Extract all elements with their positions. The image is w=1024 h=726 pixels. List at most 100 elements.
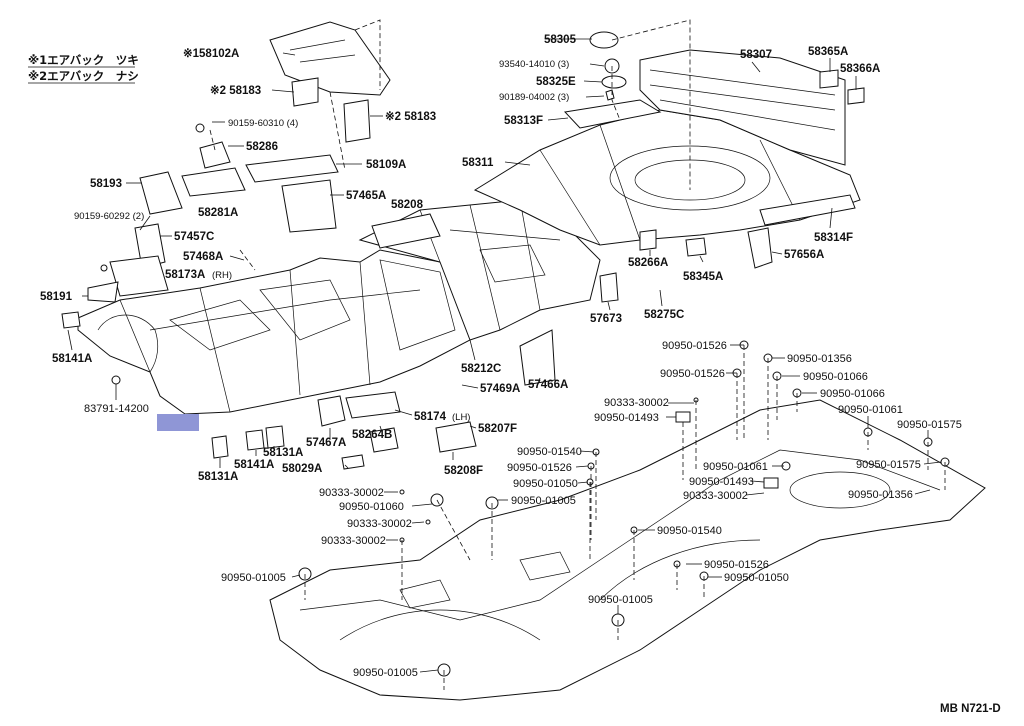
part-58109A <box>245 154 339 183</box>
label-58281A[interactable]: 58281A <box>198 207 238 219</box>
label-90950-01540-b[interactable]: 90950-01540 <box>657 525 722 537</box>
label-58174[interactable]: 58174 <box>414 411 447 423</box>
highlight-swatch <box>157 414 199 431</box>
label-90950-01005-c[interactable]: 90950-01005 <box>588 594 653 606</box>
label-58208[interactable]: 58208 <box>391 199 424 211</box>
part-58173A <box>109 255 169 297</box>
reference-lines <box>209 19 946 690</box>
label-58174-lh: (LH) <box>452 412 470 423</box>
part-58286 <box>199 141 231 169</box>
label-90950-01526-a[interactable]: 90950-01526 <box>662 340 727 352</box>
label-90950-01540-a[interactable]: 90950-01540 <box>517 446 582 458</box>
label-90950-01061-b[interactable]: 90950-01061 <box>703 461 768 473</box>
label-90950-01356-b[interactable]: 90950-01356 <box>848 489 913 501</box>
part-58131A-b <box>211 435 229 459</box>
part-58366A <box>847 87 865 105</box>
part-57467A <box>317 395 346 427</box>
label-57469A[interactable]: 57469A <box>480 383 520 395</box>
label-58102A[interactable]: ※158102A <box>183 47 239 60</box>
label-58183-b[interactable]: ※2 58183 <box>385 110 436 123</box>
legend-line-2: ※2エアバック ナシ <box>28 69 139 83</box>
brackets <box>61 21 865 470</box>
rear-panel <box>639 49 846 166</box>
label-58029A[interactable]: 58029A <box>282 463 322 475</box>
part-58174 <box>345 391 401 419</box>
part-58183-b <box>343 99 371 143</box>
label-58345A[interactable]: 58345A <box>683 271 723 283</box>
label-58141A-a[interactable]: 58141A <box>52 353 92 365</box>
part-58325E <box>601 75 627 89</box>
label-90950-01356-a[interactable]: 90950-01356 <box>787 353 852 365</box>
label-58366A[interactable]: 58366A <box>840 63 880 75</box>
label-58183-a[interactable]: ※2 58183 <box>210 84 261 97</box>
label-58307[interactable]: 58307 <box>740 49 772 61</box>
front-floor-pan <box>77 249 471 415</box>
label-57465A[interactable]: 57465A <box>346 190 386 202</box>
label-90333-30002-e[interactable]: 90333-30002 <box>321 535 386 547</box>
label-58131A-a[interactable]: 58131A <box>263 447 303 459</box>
label-58305[interactable]: 58305 <box>544 34 577 46</box>
label-90950-01005-b[interactable]: 90950-01005 <box>221 572 286 584</box>
label-90159-60292[interactable]: 90159-60292 (2) <box>74 211 144 222</box>
label-58311[interactable]: 58311 <box>462 157 494 169</box>
label-57673[interactable]: 57673 <box>590 313 622 325</box>
part-58141A-b <box>245 429 265 451</box>
part-58141A-a <box>61 311 81 329</box>
label-58141A-b[interactable]: 58141A <box>234 459 274 471</box>
part-58305 <box>589 31 619 49</box>
label-90950-01066-b[interactable]: 90950-01066 <box>820 388 885 400</box>
label-90950-01005-d[interactable]: 90950-01005 <box>353 667 418 679</box>
label-90950-01526-b[interactable]: 90950-01526 <box>660 368 725 380</box>
label-90950-01493-a[interactable]: 90950-01493 <box>594 412 659 424</box>
label-90333-30002-c[interactable]: 90333-30002 <box>319 487 384 499</box>
label-90950-01575-a[interactable]: 90950-01575 <box>897 419 962 431</box>
label-90333-30002-b[interactable]: 90333-30002 <box>683 490 748 502</box>
part-58191 <box>87 281 119 303</box>
label-83791-14200[interactable]: 83791-14200 <box>84 403 149 415</box>
label-90950-01575-b[interactable]: 90950-01575 <box>856 459 921 471</box>
label-57457C[interactable]: 57457C <box>174 231 214 243</box>
label-90950-01493-b[interactable]: 90950-01493 <box>689 476 754 488</box>
part-57465A <box>281 179 337 233</box>
label-58325E[interactable]: 58325E <box>536 76 576 88</box>
label-58193[interactable]: 58193 <box>90 178 122 190</box>
part-58193 <box>139 171 183 215</box>
part-58208 <box>371 213 441 249</box>
label-90333-30002-d[interactable]: 90333-30002 <box>347 518 412 530</box>
label-93540-14010[interactable]: 93540-14010 (3) <box>499 59 569 70</box>
label-57468A[interactable]: 57468A <box>183 251 223 263</box>
label-90950-01061-a[interactable]: 90950-01061 <box>838 404 903 416</box>
part-labels: ※158102A ※2 58183 ※2 58183 90159-60310 (… <box>40 34 962 679</box>
label-58264B[interactable]: 58264B <box>352 429 392 441</box>
label-58109A[interactable]: 58109A <box>366 159 406 171</box>
label-90333-30002-a[interactable]: 90333-30002 <box>604 397 669 409</box>
label-57656A[interactable]: 57656A <box>784 249 824 261</box>
label-90159-60310[interactable]: 90159-60310 (4) <box>228 118 298 129</box>
part-58183-a <box>291 77 319 107</box>
part-58345A <box>685 237 707 257</box>
label-58212C[interactable]: 58212C <box>461 363 501 375</box>
label-57466A[interactable]: 57466A <box>528 379 568 391</box>
label-58275C[interactable]: 58275C <box>644 309 684 321</box>
label-58131A-b[interactable]: 58131A <box>198 471 238 483</box>
label-90950-01050-a[interactable]: 90950-01050 <box>513 478 578 490</box>
label-58365A[interactable]: 58365A <box>808 46 848 58</box>
label-90950-01050-b[interactable]: 90950-01050 <box>724 572 789 584</box>
label-57467A[interactable]: 57467A <box>306 437 346 449</box>
label-58191[interactable]: 58191 <box>40 291 73 303</box>
label-90950-01060[interactable]: 90950-01060 <box>339 501 404 513</box>
label-58208F[interactable]: 58208F <box>444 465 483 477</box>
label-58266A[interactable]: 58266A <box>628 257 668 269</box>
legend-line-1: ※1エアバック ツキ <box>28 53 139 67</box>
label-90950-01005-a[interactable]: 90950-01005 <box>511 495 576 507</box>
label-90950-01526-d[interactable]: 90950-01526 <box>704 559 769 571</box>
label-58173A[interactable]: 58173A <box>165 269 205 281</box>
label-90950-01066-a[interactable]: 90950-01066 <box>803 371 868 383</box>
label-90950-01526-c[interactable]: 90950-01526 <box>507 462 572 474</box>
label-90189-04002[interactable]: 90189-04002 (3) <box>499 92 569 103</box>
label-58207F[interactable]: 58207F <box>478 423 517 435</box>
label-58313F[interactable]: 58313F <box>504 115 543 127</box>
label-58286[interactable]: 58286 <box>246 141 278 153</box>
label-58314F[interactable]: 58314F <box>814 232 853 244</box>
